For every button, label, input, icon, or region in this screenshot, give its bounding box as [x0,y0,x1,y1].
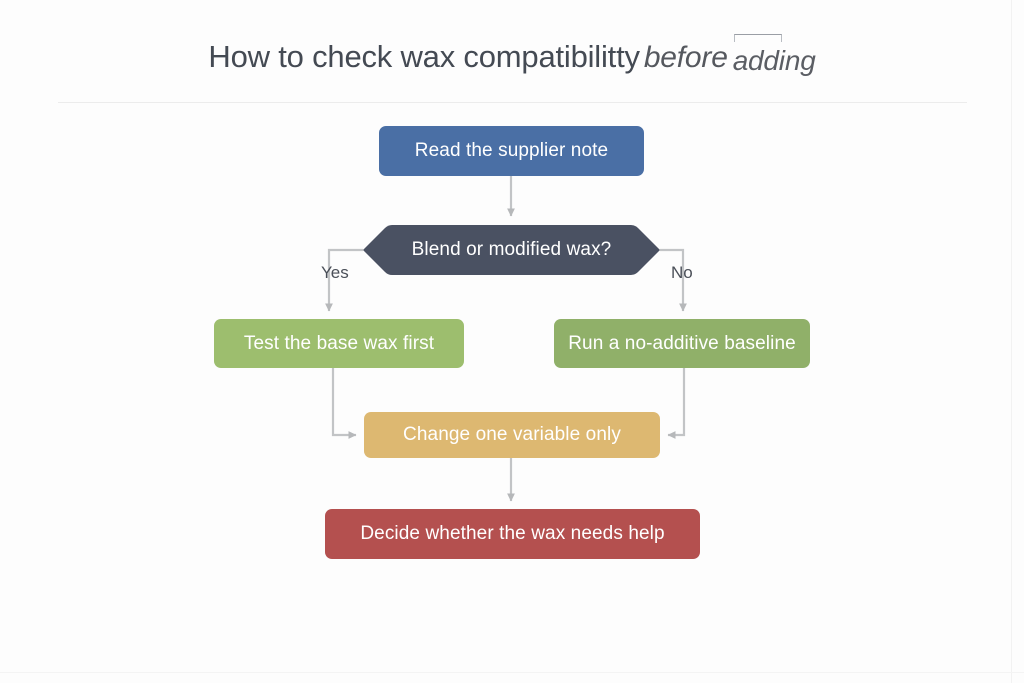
node-decide-whether-the-wax-needs-help[interactable]: Decide whether the wax needs help [325,509,700,559]
node-test-label: Test the base wax first [243,332,435,354]
node-run-a-no-additive-baseline[interactable]: Run a no-additive baseline [554,319,810,368]
page-title-emphasis-adding: adding [728,45,816,76]
hexagon-shape [363,225,660,275]
node-change-one-variable-only[interactable]: Change one variable only [364,412,660,458]
node-decide-label: Decide whether the wax needs help [360,523,665,544]
edge-run-to-change [667,368,686,439]
page-edge-bottom [0,672,1024,673]
node-change-label: Change one variable only [403,424,621,445]
edge-test-to-change [331,368,357,439]
edge-blend-to-test-yes [325,248,363,312]
edge-blend-to-run-no [660,248,687,312]
node-test-the-base-wax-first[interactable]: Test the base wax first [214,319,464,368]
node-run-label: Run a no-additive baseline [568,332,796,354]
node-blend-label: Blend or modified wax? [411,239,612,260]
edge-label-yes: Yes [321,263,349,282]
node-blend-or-modified-wax[interactable]: Blend or modified wax? [363,224,660,276]
node-read-the-supplier-note[interactable]: Read the supplier note [379,126,644,176]
edge-label-no: No [671,263,693,282]
page-edge-right [1011,0,1012,683]
node-read-label: Read the supplier note [414,140,609,161]
page-title-emphasis-before: before [643,41,728,74]
title-divider [58,102,967,103]
page-title-plain: How to check wax compatibilitty [208,39,640,74]
